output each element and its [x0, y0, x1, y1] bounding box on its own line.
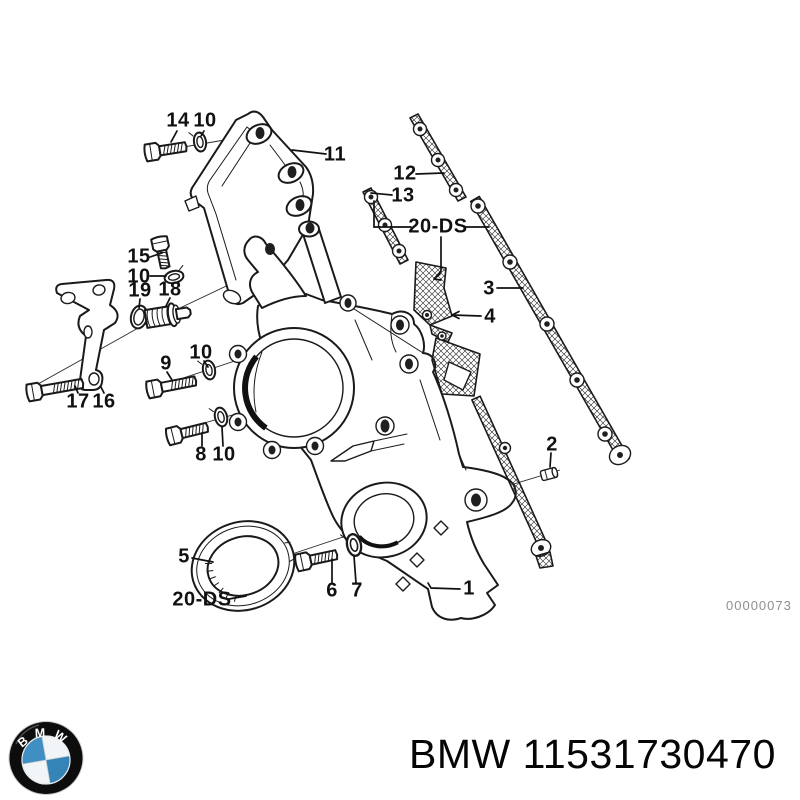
- footer-part-title: BMW 11531730470: [409, 731, 776, 778]
- bolt-9: [144, 371, 199, 400]
- leader-lines: [74, 130, 552, 600]
- seal-ring-5: [190, 520, 296, 612]
- gasket-4: [413, 261, 554, 569]
- callout-18: 18: [158, 278, 182, 301]
- part-1-timing-cover: [228, 220, 517, 621]
- part-number: 11531730470: [522, 731, 776, 777]
- callout-19: 19: [128, 279, 152, 302]
- o-ring-19: [129, 304, 149, 330]
- callout-14: 14: [166, 109, 190, 132]
- callout-16: 16: [92, 390, 116, 413]
- callout-20ds-top: 20-DS: [408, 215, 468, 238]
- bolt-14: [142, 137, 189, 163]
- callout-4: 4: [484, 305, 496, 328]
- callout-8: 8: [195, 443, 207, 466]
- callout-10-nine: 10: [189, 341, 213, 364]
- callout-10-mid: 10: [127, 265, 151, 288]
- bolt-8: [163, 417, 211, 447]
- callout-20ds-bottom: 20-DS: [172, 588, 232, 611]
- bmw-logo: BMW: [8, 721, 84, 795]
- callout-15: 15: [127, 245, 151, 268]
- callout-2: 2: [546, 433, 558, 456]
- callout-17: 17: [66, 390, 90, 413]
- dowel-2: [539, 466, 559, 482]
- callout-1: 1: [463, 577, 475, 600]
- callout-10-top: 10: [193, 109, 217, 132]
- callout-7: 7: [351, 579, 363, 602]
- part-11-upper-cover: [184, 110, 315, 306]
- bracket-16: [55, 278, 119, 391]
- brand-name: BMW: [409, 731, 511, 777]
- callout-13: 13: [391, 184, 415, 207]
- image-watermark: 00000073: [726, 598, 792, 613]
- washer-10d: [208, 403, 231, 430]
- washer-10a: [187, 129, 209, 154]
- callout-5: 5: [178, 545, 190, 568]
- parts-diagram: [24, 110, 632, 621]
- plug-18: [143, 302, 192, 329]
- gasket-12: [409, 113, 467, 202]
- gasket-3: [469, 195, 632, 466]
- callout-3: 3: [483, 277, 495, 300]
- callout-9: 9: [160, 352, 172, 375]
- callout-10-bottom: 10: [212, 443, 236, 466]
- callout-6: 6: [326, 579, 338, 602]
- callout-11: 11: [323, 143, 347, 166]
- callout-12: 12: [393, 162, 417, 185]
